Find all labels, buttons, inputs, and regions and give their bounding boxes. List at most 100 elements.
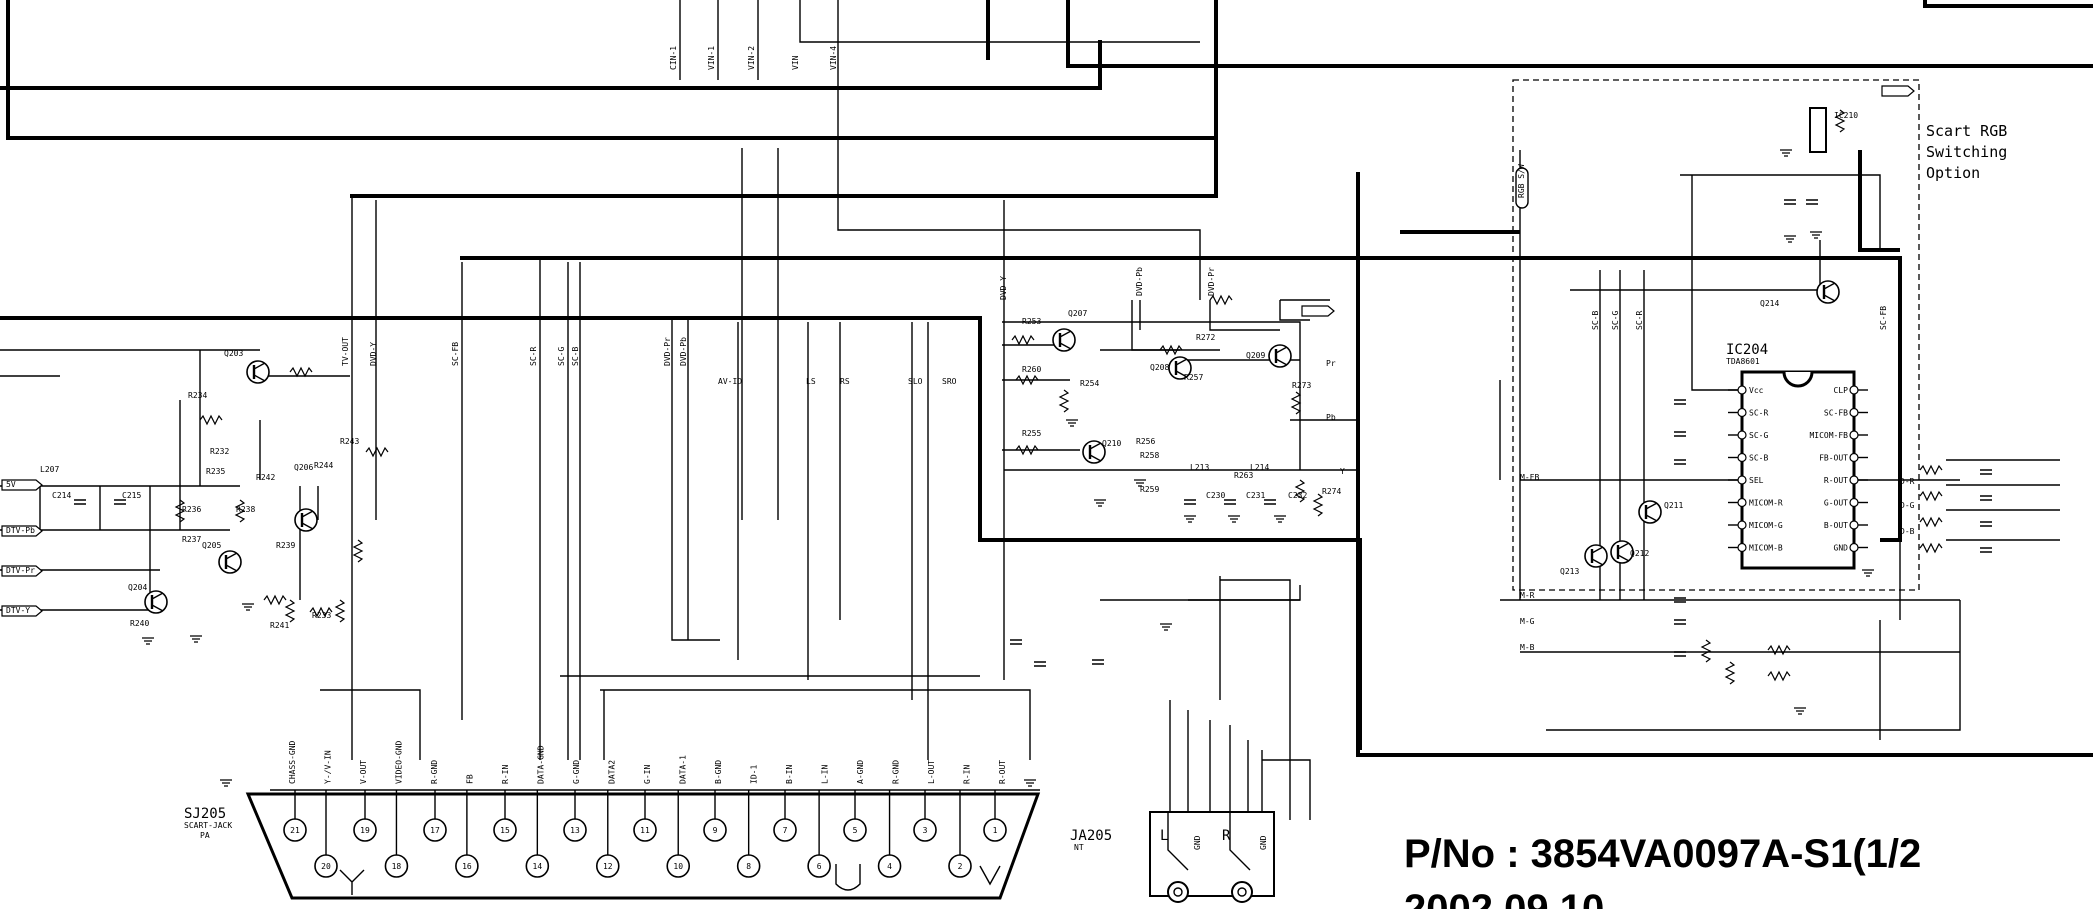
component-ref: R233 — [312, 611, 331, 620]
ground-symbol — [1810, 231, 1822, 239]
resistor-symbol — [263, 594, 287, 606]
scart-option-box — [1512, 79, 1920, 591]
scart-pin-number: 12 — [603, 862, 613, 871]
transistor-ref: Q212 — [1630, 549, 1649, 558]
transistor-leads — [1175, 358, 1188, 378]
resistor-symbol — [1919, 516, 1943, 528]
bus-wires — [0, 0, 2093, 757]
capacitor-symbol — [1674, 459, 1686, 465]
capacitor-symbol — [1674, 431, 1686, 437]
ic-side-label: D-G — [1900, 501, 1915, 510]
ic204-pin-right-label: G-OUT — [1824, 499, 1848, 508]
capacitor-symbol — [1674, 651, 1686, 657]
ja205-sub: NT — [1074, 843, 1084, 852]
scart-pin-number: 1 — [993, 826, 998, 835]
ic204-pin-dot — [1849, 385, 1859, 395]
vertical-signal-label: AV-ID — [718, 377, 742, 386]
dvd-signal-label: DVD-Pr — [1207, 267, 1216, 296]
resistor-symbol — [234, 499, 246, 523]
vertical-signal-label: RS — [840, 377, 850, 386]
resistor-symbol — [1015, 444, 1039, 456]
ground-symbol — [1094, 499, 1106, 507]
dvd-signal-label: DVD-Pb — [1135, 267, 1144, 296]
scart-signal-label: G-GND — [572, 760, 581, 784]
vertical-signal-label: SC-G — [557, 347, 566, 366]
component-ref: R253 — [1022, 317, 1041, 326]
transistor-leads — [1645, 502, 1658, 522]
ground-symbol — [142, 637, 154, 645]
top-signal-label: VIN-2 — [747, 46, 756, 70]
ground-symbol — [1024, 779, 1036, 787]
ic204-pin-dot — [1737, 407, 1747, 418]
net-flag — [1301, 305, 1335, 317]
transistor-symbol — [1816, 280, 1840, 304]
component-ref: R235 — [206, 467, 225, 476]
resistor-symbol — [1767, 670, 1791, 682]
ic204-pin-left-label: SC-G — [1749, 431, 1768, 440]
ground-symbol — [1862, 569, 1874, 577]
ground-symbol — [1160, 623, 1172, 631]
rgb-switch — [1515, 167, 1529, 209]
component-ref: C215 — [122, 491, 141, 500]
capacitor-symbol — [1674, 597, 1686, 603]
ic204-pin-dot — [1737, 542, 1747, 553]
component-ref: R242 — [256, 473, 275, 482]
top-signal-label: VIN-4 — [829, 46, 838, 70]
scart-signal-label: ID-1 — [750, 765, 759, 784]
ground-symbol — [1134, 479, 1146, 487]
transistor-leads — [151, 592, 164, 612]
scart-pin-number: 18 — [392, 862, 402, 871]
capacitor-symbol — [1980, 547, 1992, 553]
ic-side-label: M-B — [1520, 643, 1535, 652]
resistor-symbol — [1919, 464, 1943, 476]
dvd-signal-label: Pb — [1326, 413, 1336, 422]
scart-signal-label: R-IN — [501, 765, 510, 784]
capacitor-symbol — [1224, 499, 1236, 505]
resistor-symbol — [284, 599, 296, 623]
scart-pin-number: 20 — [321, 862, 331, 871]
scart-pin-number: 21 — [290, 826, 300, 835]
scart-signal-label: B-IN — [785, 765, 794, 784]
ic204-pin-dot — [1849, 407, 1859, 418]
scart-signal-label: V-OUT — [359, 760, 368, 784]
scart-signal-label: DATA-1 — [679, 755, 688, 784]
scart-pin-number: 13 — [570, 826, 580, 835]
dvd-signal-label: Y — [1340, 467, 1345, 476]
scart-pin-number: 17 — [430, 826, 440, 835]
input-flag — [1, 565, 43, 577]
scart-pin-number: 3 — [923, 826, 928, 835]
sj205-sub-1: SCART-JACK — [184, 821, 232, 830]
ja205-label: JA205 — [1070, 828, 1112, 844]
scart-pin-number: 2 — [958, 862, 963, 871]
resistor-symbol — [1700, 639, 1712, 663]
vertical-signal-label: SRO — [942, 377, 957, 386]
transistor-leads — [1617, 542, 1630, 562]
capacitor-symbol — [74, 499, 86, 505]
scart-signal-label: DATA-GND — [537, 745, 546, 784]
component-ref: R257 — [1184, 373, 1203, 382]
ic-side-label: D-B — [1900, 527, 1915, 536]
resistor-symbol — [1724, 661, 1736, 685]
capacitor-symbol — [1980, 495, 1992, 501]
scart-signal-label: G-IN — [643, 765, 652, 784]
component-ref: R274 — [1322, 487, 1341, 496]
ic204-pin-right-label: MICOM-FB — [1809, 431, 1848, 440]
transistor-leads — [1059, 330, 1072, 350]
scart-pin-number: 16 — [462, 862, 472, 871]
vertical-signal-label: DVD-Pb — [679, 337, 688, 366]
capacitor-symbol — [1784, 199, 1796, 205]
transistor-ref: Q205 — [202, 541, 221, 550]
component-ref: R260 — [1022, 365, 1041, 374]
transistor-ref: Q207 — [1068, 309, 1087, 318]
component-ref: R237 — [182, 535, 201, 544]
transistor-symbol — [144, 590, 168, 614]
component-ref: R243 — [340, 437, 359, 446]
component-ref: R254 — [1080, 379, 1099, 388]
scart-signal-label: Y-/V-IN — [324, 750, 333, 784]
vertical-signal-label: DVD-Y — [369, 342, 378, 366]
ground-symbol — [1780, 149, 1792, 157]
ic204-pin-left-label: SC-R — [1749, 409, 1768, 418]
ground-symbol — [1066, 419, 1078, 427]
transistor-leads — [1089, 442, 1102, 462]
